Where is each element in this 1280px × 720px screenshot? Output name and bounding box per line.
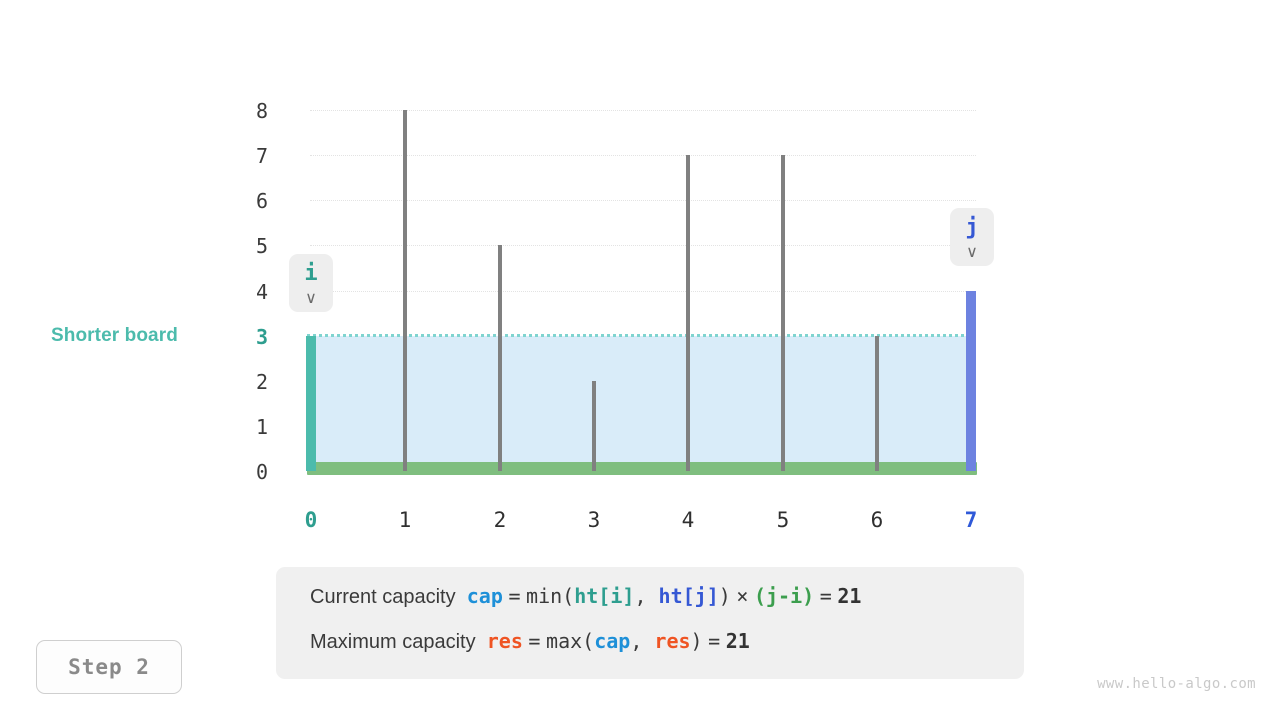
x-axis-tick-7: 7 (964, 508, 978, 532)
formula-eq3: = (528, 629, 541, 653)
x-axis-tick-2: 2 (493, 508, 507, 532)
bar-2 (498, 245, 502, 471)
formula-dist: (j-i) (753, 584, 815, 608)
formula-eq2: = (819, 584, 832, 608)
bar-0 (306, 336, 316, 471)
watermark: www.hello-algo.com (1097, 676, 1256, 692)
bar-6 (875, 336, 879, 471)
x-axis-tick-3: 3 (587, 508, 601, 532)
ground-bar (307, 462, 977, 475)
formula-close-2: ) (690, 629, 703, 653)
bar-3 (592, 381, 596, 471)
x-axis-tick-4: 4 (681, 508, 695, 532)
formula-times: × (736, 584, 749, 608)
formula-arg-hti: ht[i] (574, 584, 635, 608)
chevron-down-icon: ∨ (966, 242, 978, 262)
y-axis-tick-0: 0 (255, 460, 268, 484)
formula-var-res: res (486, 629, 523, 653)
pointer-i-label: i (304, 261, 318, 286)
formula-var-cap: cap (466, 584, 503, 608)
x-axis-tick-1: 1 (398, 508, 412, 532)
x-axis-tick-5: 5 (776, 508, 790, 532)
formula-arg-htj: ht[j] (658, 584, 719, 608)
formula-comma-1: , (634, 584, 659, 608)
bar-7 (966, 291, 976, 471)
gridline-7 (310, 155, 976, 156)
pointer-badge-i: i ∨ (289, 254, 333, 313)
y-axis-tick-4: 4 (255, 280, 268, 304)
formula-eq4: = (708, 629, 721, 653)
chevron-down-icon: ∨ (305, 288, 317, 308)
y-axis-tick-1: 1 (255, 415, 268, 439)
formula-result-res: 21 (725, 629, 750, 653)
formula-fn-min: min( (526, 584, 575, 608)
y-axis-tick-8: 8 (255, 99, 268, 123)
x-axis-tick-0: 0 (304, 508, 318, 532)
formula-line-current-capacity: Current capacity cap = min(ht[i], ht[j])… (310, 586, 990, 607)
formula-line2-prefix: Maximum capacity (310, 631, 476, 653)
bar-1 (403, 110, 407, 471)
water-level-line (307, 334, 976, 337)
formula-comma-2: , (630, 629, 655, 653)
pointer-badge-j: j ∨ (950, 208, 994, 267)
y-axis-tick-7: 7 (255, 144, 268, 168)
y-axis-tick-5: 5 (255, 234, 268, 258)
formula-eq1: = (508, 584, 521, 608)
gridline-8 (310, 110, 976, 111)
pointer-j-label: j (965, 215, 979, 240)
gridline-5 (310, 245, 976, 246)
bar-4 (686, 155, 690, 471)
gridline-6 (310, 200, 976, 201)
y-axis-tick-6: 6 (255, 189, 268, 213)
formula-result-cap: 21 (837, 584, 862, 608)
y-axis-tick-2: 2 (255, 370, 268, 394)
formula-panel: Current capacity cap = min(ht[i], ht[j])… (276, 567, 1024, 679)
formula-arg-cap: cap (594, 629, 631, 653)
x-axis-tick-6: 6 (870, 508, 884, 532)
gridline-4 (310, 291, 976, 292)
step-badge-label: Step 2 (68, 655, 150, 679)
formula-fn-max: max( (546, 629, 595, 653)
formula-line-maximum-capacity: Maximum capacity res = max(cap, res) = 2… (310, 631, 990, 652)
shorter-board-label: Shorter board (51, 325, 178, 346)
step-badge: Step 2 (36, 640, 182, 694)
bar-5 (781, 155, 785, 471)
y-axis-tick-3: 3 (255, 325, 268, 349)
formula-arg-res: res (654, 629, 691, 653)
water-area (307, 336, 976, 471)
formula-close-1: ) (718, 584, 731, 608)
formula-line1-prefix: Current capacity (310, 586, 456, 608)
